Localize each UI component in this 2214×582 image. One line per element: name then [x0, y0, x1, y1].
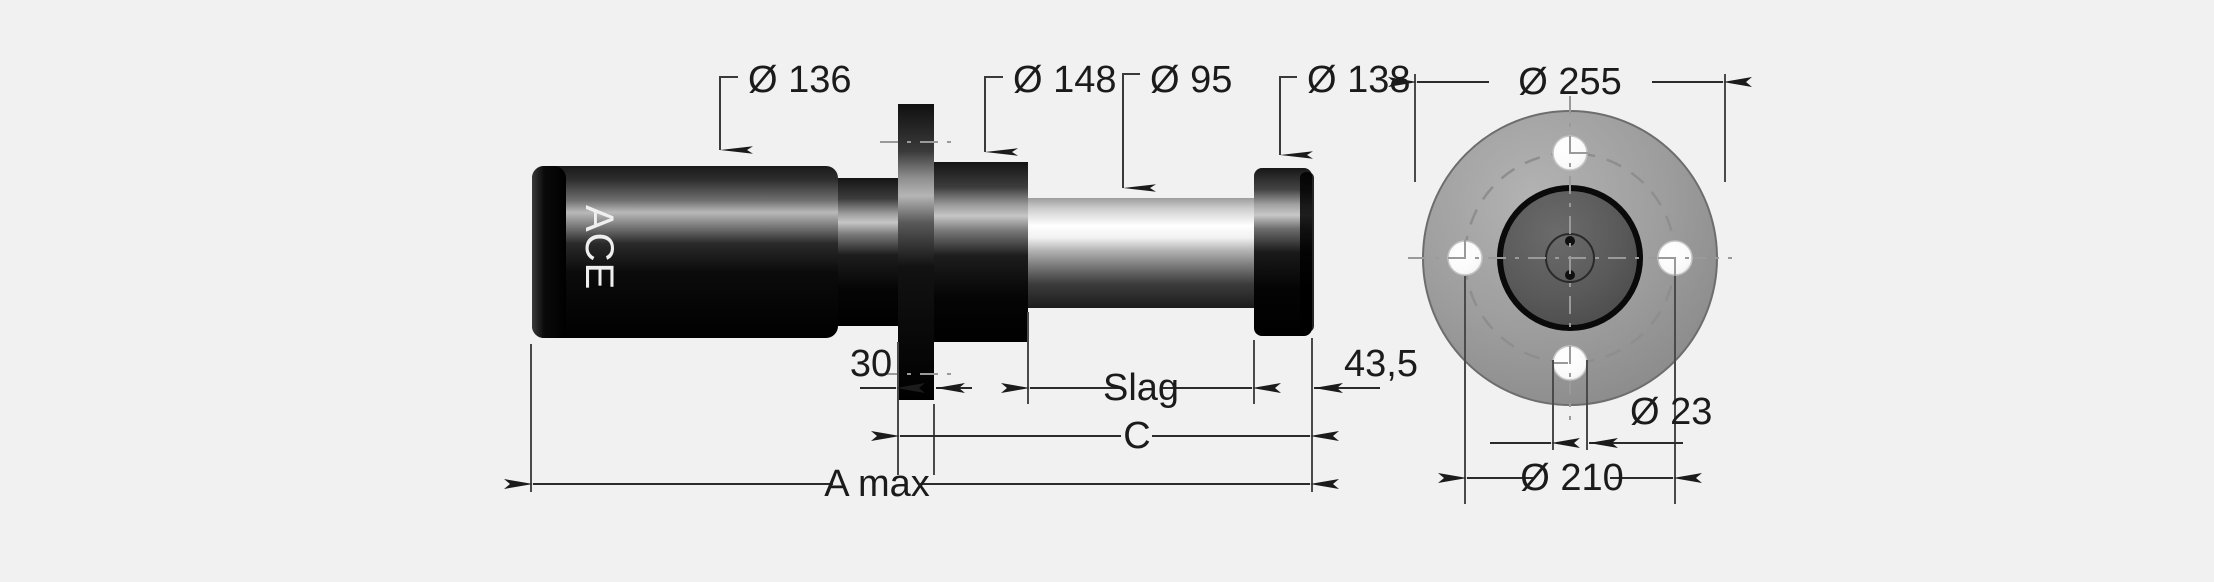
leader-dia-136: Ø 136: [719, 59, 852, 154]
label-dia-148: Ø 148: [1013, 59, 1117, 101]
bolt-hole-right: [1657, 240, 1693, 278]
center-pin-dot-bottom: [1565, 270, 1575, 280]
piston-rod: [1028, 198, 1258, 308]
bottom-dimension-chain: 30 Slag 43,5 C A max: [504, 312, 1418, 505]
leader-dia-95: Ø 95: [1122, 59, 1232, 192]
dim-slag: Slag: [1001, 367, 1281, 409]
dim-a-max: A max: [504, 463, 1339, 505]
label-len-amax: A max: [824, 463, 930, 505]
bolt-hole-bottom: [1550, 345, 1588, 381]
label-dia-210: Ø 210: [1520, 457, 1624, 499]
label-dia-138: Ø 138: [1307, 59, 1411, 101]
dim-dia-23: Ø 23: [1490, 391, 1712, 448]
ace-logo: ACE: [577, 205, 621, 290]
front-view-dimensions: Ø 255 Ø 23 Ø 210: [1388, 61, 1752, 504]
main-body: [532, 166, 838, 338]
side-view-geometry: ACE: [532, 104, 1314, 400]
rod-end-cap-rim: [1300, 172, 1314, 332]
label-len-43-5: 43,5: [1344, 343, 1418, 385]
bolt-hole-top: [1552, 135, 1590, 171]
main-body-end-cap: [532, 166, 566, 338]
dim-dia-210: Ø 210: [1438, 457, 1702, 499]
label-dia-95: Ø 95: [1150, 59, 1232, 101]
dim-43-5: 43,5: [1314, 343, 1418, 393]
dim-30: 30: [850, 343, 972, 393]
front-view-geometry: [1408, 96, 1732, 420]
leader-dia-148: Ø 148: [984, 59, 1117, 156]
label-len-slag: Slag: [1103, 367, 1179, 409]
flange-collar: [934, 162, 1028, 342]
center-pin-dot-top: [1565, 236, 1575, 246]
dim-dia-255: Ø 255: [1388, 61, 1752, 103]
label-dia-136: Ø 136: [748, 59, 852, 101]
label-dia-255: Ø 255: [1518, 61, 1622, 103]
label-len-30: 30: [850, 343, 892, 385]
rod-end-cap: [1254, 168, 1312, 336]
dim-c: C: [871, 415, 1339, 457]
label-dia-23: Ø 23: [1630, 391, 1712, 433]
label-len-c: C: [1123, 415, 1150, 457]
body-shoulder: [838, 178, 898, 326]
mounting-flange-plate: [898, 104, 934, 400]
bolt-hole-left: [1447, 238, 1483, 276]
